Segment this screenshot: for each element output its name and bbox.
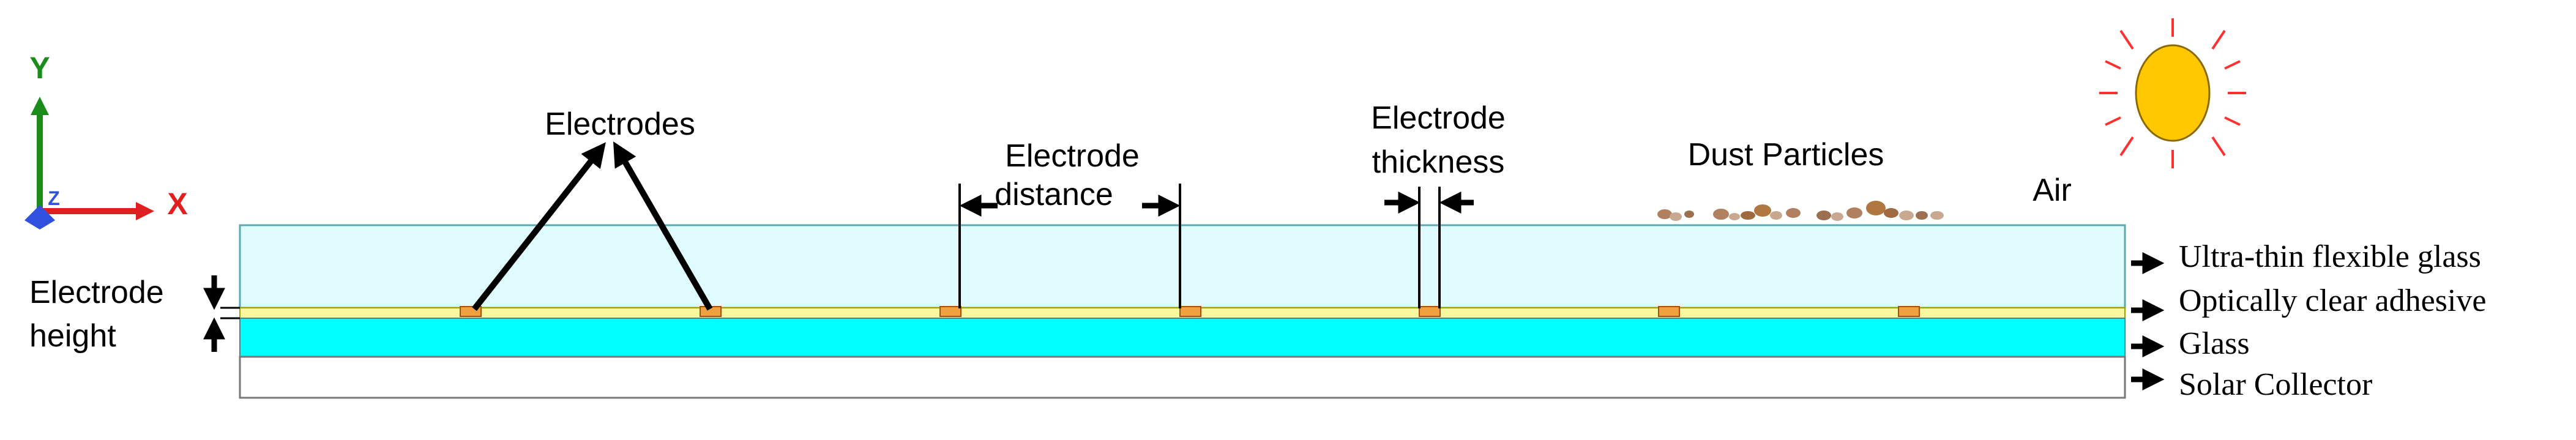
legend-solar-collector: Solar Collector: [2179, 367, 2372, 402]
dust-particles-icon: [1657, 201, 1944, 221]
electrode-distance-label-line1: Electrode: [1005, 138, 1140, 174]
electrode-thickness-label-line1: Electrode: [1371, 100, 1506, 136]
electrode: [1898, 306, 1920, 317]
layer-legend: Ultra-thin flexible glass Optically clea…: [2131, 239, 2486, 402]
electrodes-pointer-right: [613, 141, 713, 311]
legend-adhesive: Optically clear adhesive: [2179, 283, 2486, 318]
electrode: [939, 306, 961, 317]
dust-particles-label: Dust Particles: [1688, 137, 1884, 173]
electrode: [1658, 306, 1680, 317]
electrode-thickness-label-line2: thickness: [1372, 144, 1505, 180]
layer-glass: [239, 318, 2126, 357]
legend-ultra-thin-glass: Ultra-thin flexible glass: [2179, 239, 2481, 274]
legend-glass: Glass: [2179, 326, 2250, 361]
electrodes-pointer-left: [472, 142, 606, 311]
electrode-height-label-line2: height: [29, 318, 116, 354]
electrode: [1179, 306, 1201, 317]
x-axis-label: X: [167, 187, 187, 221]
axis-triad-icon: Y X Z: [24, 51, 188, 229]
sun-icon: [2099, 18, 2246, 168]
electrode-height-label-line1: Electrode: [29, 275, 164, 310]
layer-stack: [239, 224, 2126, 399]
z-axis-label: Z: [48, 187, 60, 209]
layer-solar-collector: [239, 356, 2126, 399]
electrode-row: [460, 306, 1920, 317]
electrode-distance-label-line2: distance: [995, 177, 1113, 212]
layer-ultra-thin-glass: [239, 224, 2126, 309]
electrode: [1419, 306, 1441, 317]
electrodes-label: Electrodes: [545, 106, 695, 142]
air-label: Air: [2033, 173, 2072, 208]
y-axis-label: Y: [29, 51, 50, 85]
